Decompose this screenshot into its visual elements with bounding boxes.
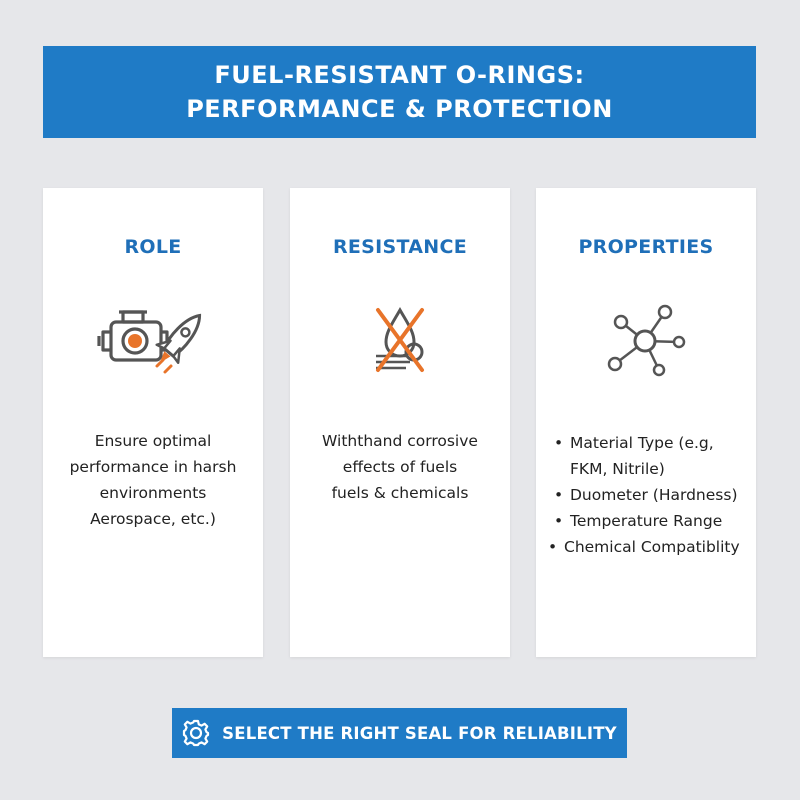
role-line: performance in harsh — [69, 458, 237, 476]
resistance-line: effects of fuels — [342, 458, 458, 476]
engine-rocket-icon — [93, 300, 213, 384]
properties-list: Material Type (e.g, FKM, Nitrile) Duomete… — [548, 430, 750, 560]
list-item: Material Type (e.g, FKM, Nitrile) — [552, 430, 750, 482]
banner-title-line1: FUEL-RESISTANT O-RINGS: — [214, 61, 585, 89]
role-title: ROLE — [124, 236, 182, 258]
properties-card: PROPERTIES Material Type (e.g, FKM, Nitri… — [536, 188, 756, 657]
title-banner: FUEL-RESISTANT O-RINGS: PERFORMANCE & PR… — [43, 46, 756, 138]
property-text: Material Type (e.g, — [570, 434, 714, 452]
list-item: Chemical Compatiblity — [546, 534, 750, 560]
resistance-description: Withthand corrosive effects of fuels fue… — [300, 428, 500, 506]
resistance-card: RESISTANCE Withthand corrosive effects o… — [290, 188, 510, 657]
resistance-line: Withthand corrosive — [322, 432, 478, 450]
property-text: Temperature Range — [570, 512, 723, 530]
role-description: Ensure optimal performance in harsh envi… — [53, 428, 253, 532]
role-line: environments — [99, 484, 207, 502]
select-seal-button[interactable]: SELECT THE RIGHT SEAL FOR RELIABILITY — [172, 708, 627, 758]
role-line: Aerospace, etc.) — [90, 510, 216, 528]
property-text: FKM, Nitrile) — [570, 460, 665, 478]
resistance-line: fuels & chemicals — [331, 484, 469, 502]
cta-label: SELECT THE RIGHT SEAL FOR RELIABILITY — [222, 723, 617, 743]
banner-title-line2: PERFORMANCE & PROTECTION — [186, 95, 613, 123]
crossed-fuel-drop-icon — [360, 300, 440, 384]
property-text: Duometer (Hardness) — [570, 486, 738, 504]
properties-title: PROPERTIES — [578, 236, 714, 258]
molecule-icon — [601, 300, 691, 384]
resistance-title: RESISTANCE — [332, 236, 468, 258]
role-card: ROLE Ens — [43, 188, 263, 657]
property-text: Chemical Compatiblity — [564, 538, 740, 556]
gear-icon — [182, 719, 210, 747]
list-item: Duometer (Hardness) — [552, 482, 750, 508]
role-line: Ensure optimal — [94, 432, 212, 450]
list-item: Temperature Range — [552, 508, 750, 534]
